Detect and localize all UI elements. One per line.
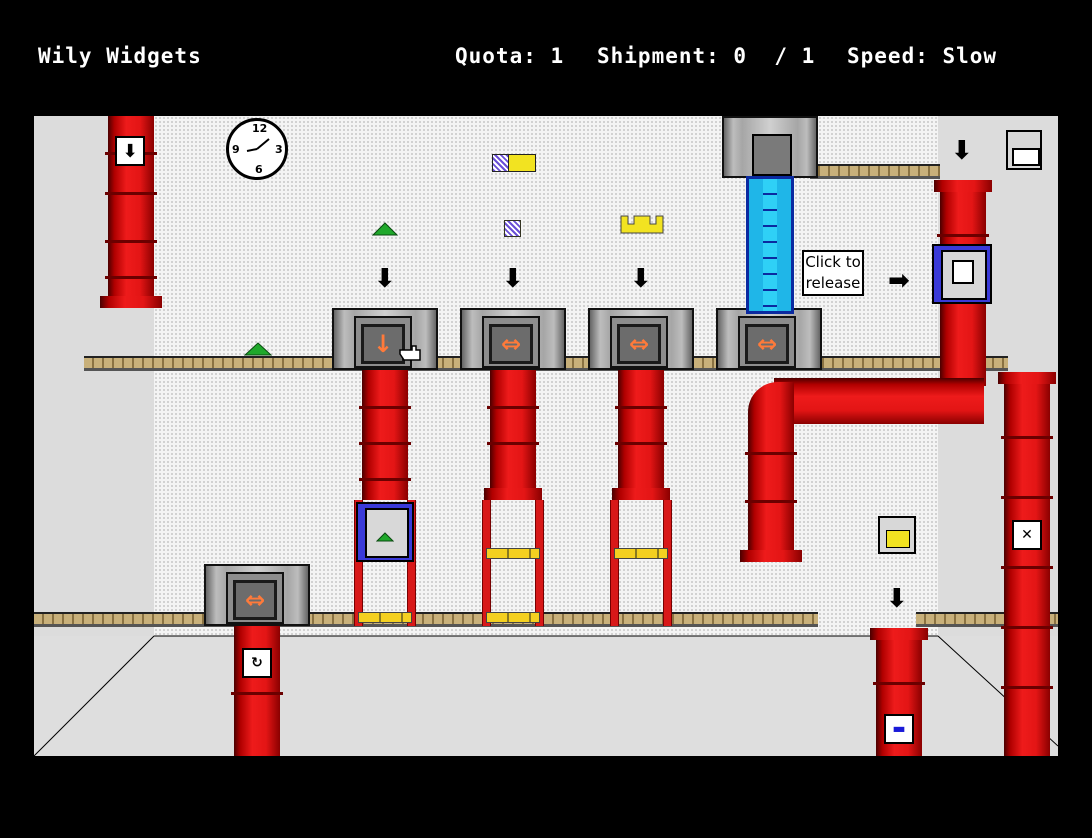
top-right-conveyor [810,164,940,179]
quota-readout: Quota: 1 [455,44,565,68]
pipe-bottom-left [231,626,283,756]
pipe-3-mouth [612,488,670,500]
release-hopper [722,116,818,178]
input-pipe-left-mouth [100,296,162,308]
wall-clock-icon: 12 3 6 9 [226,118,288,180]
drop-sign-icon: ⬇ [115,136,145,166]
lower-conveyor [34,612,818,627]
release-label[interactable]: Click to release [802,250,864,296]
trash-sign-icon: ✕ [1012,520,1042,550]
elevator-1[interactable] [354,500,416,626]
down-arrow-icon: ⬇ [502,264,524,294]
machine-2-button[interactable]: ⇔ [489,324,533,364]
pipe-far-right-mouth [998,372,1056,384]
machine-1-button[interactable]: ↓ [361,324,405,364]
shipment-readout: Shipment: 0 / 1 [597,44,816,68]
down-arrow-icon: ⬇ [951,136,973,166]
recycle-sign-icon: ↻ [242,648,272,678]
hand-cursor-icon [399,345,421,361]
elevator-2[interactable] [482,500,544,626]
combined-widget-icon[interactable] [492,152,536,172]
speed-readout[interactable]: Speed: Slow [847,44,998,68]
double-arrow-icon: ⇔ [500,330,522,358]
machine-1: ↓ [332,308,438,370]
back-wall [154,116,938,636]
order-box-icon[interactable] [878,516,916,554]
machine-3: ⇔ [588,308,694,370]
truck-sign-icon: ▬ [884,714,914,744]
purple-block-widget-icon[interactable] [504,220,521,237]
right-arrow-icon: ➡ [888,266,910,296]
machine-3-button[interactable]: ⇔ [617,324,661,364]
machine-5: ⇔ [204,564,310,626]
clock-number-6: 6 [255,163,263,176]
double-arrow-icon: ⇔ [628,330,650,358]
double-arrow-icon: ⇔ [756,330,778,358]
release-tube[interactable] [746,176,794,314]
elbow-pipe-mouth [740,550,802,562]
elbow-pipe-vertical [745,382,797,552]
machine-4-button[interactable]: ⇔ [745,324,789,364]
pipe-far-right [1001,376,1053,756]
down-arrow-icon: ⬇ [886,584,908,614]
clock-number-12: 12 [252,122,268,135]
pipe-right-mouth [934,180,992,192]
down-arrow-icon: ⬇ [374,264,396,294]
clock-number-9: 9 [232,143,240,156]
elbow-pipe-horizontal [774,378,984,424]
clock-number-3: 3 [275,143,283,156]
machine-5-button[interactable]: ⇔ [233,580,277,620]
output-box-1 [356,502,414,562]
green-triangle-widget-icon[interactable] [372,222,398,236]
pipe-1 [359,370,411,500]
yellow-crown-widget-icon[interactable] [620,214,664,234]
green-triangle-widget-conveyor-icon[interactable] [244,342,272,356]
elevator-3[interactable] [610,500,672,626]
pipe-2-mouth [484,488,542,500]
pipe-2 [487,370,539,490]
machine-2: ⇔ [460,308,566,370]
game-title: Wily Widgets [38,44,202,68]
down-arrow-icon: ↓ [372,330,394,358]
output-box-right [932,244,992,304]
shipping-pipe-mouth [870,628,928,640]
toolbox-icon[interactable] [1006,130,1042,170]
down-arrow-icon: ⬇ [630,264,652,294]
pipe-3 [615,370,667,490]
machine-4: ⇔ [716,308,822,370]
double-arrow-icon: ⇔ [244,586,266,614]
factory-stage: 12 3 6 9 ⬇ ⬇ ⬇ ⬇ ⬇ ⬇ [34,116,1058,756]
